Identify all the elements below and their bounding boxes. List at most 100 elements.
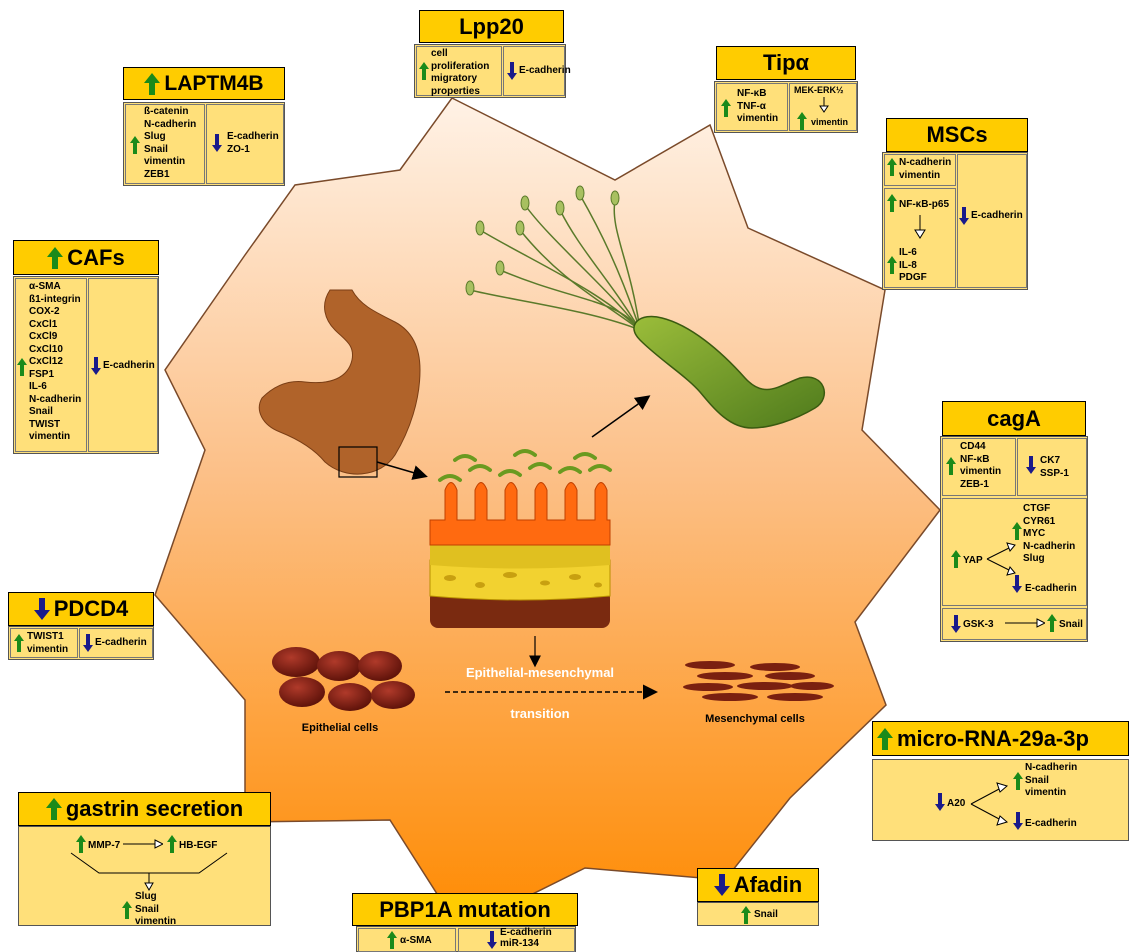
cafs-up-item: Snail: [29, 406, 81, 419]
caga-yap-up-item: CYR61: [1023, 516, 1075, 529]
up-arrow-icon: [130, 136, 140, 154]
laptm4b-up-item: Snail: [144, 144, 196, 157]
down-arrow-icon: [951, 615, 961, 633]
caga-down-item: CK7: [1040, 455, 1069, 468]
cafs-up-item: TWIST: [29, 419, 81, 432]
pdcd4-title-text: PDCD4: [54, 596, 129, 622]
down-arrow-icon: [34, 598, 50, 620]
cafs-down-item: E-cadherin: [103, 360, 155, 373]
gastrin-converge-lines: [69, 851, 229, 891]
gastrin-title: gastrin secretion: [18, 792, 271, 826]
tipa-box: NF-κB TNF-α vimentin MEK-ERK½ vimentin: [714, 81, 858, 133]
up-arrow-icon: [419, 62, 429, 80]
mir-box: A20 N-cadherin Snail vimentin E-cadherin: [872, 759, 1129, 841]
gastrin-mmp7: MMP-7: [88, 840, 120, 851]
emt-label-line2: transition: [440, 706, 640, 721]
caga-snail: Snail: [1059, 619, 1083, 630]
caga-yap-up-item: MYC: [1023, 528, 1075, 541]
lpp20-title: Lpp20: [419, 10, 564, 43]
down-arrow-icon: [1026, 456, 1036, 474]
cafs-title-text: CAFs: [67, 245, 124, 271]
mir-up-item: vimentin: [1025, 787, 1077, 800]
cafs-up-item: α-SMA: [29, 281, 81, 294]
tipa-title: Tipα: [716, 46, 856, 80]
laptm4b-title-text: LAPTM4B: [164, 72, 263, 96]
up-arrow-icon: [1047, 614, 1057, 632]
lpp20-down-item: E-cadherin: [519, 65, 571, 78]
caga-gsk: GSK-3: [963, 619, 994, 630]
up-arrow-icon: [877, 728, 893, 750]
down-arrow-icon: [83, 634, 93, 652]
pdcd4-up-item: vimentin: [27, 644, 68, 657]
laptm4b-up-item: N-cadherin: [144, 119, 196, 132]
up-arrow-icon: [17, 358, 27, 376]
up-arrow-icon: [741, 906, 751, 924]
cafs-title: CAFs: [13, 240, 159, 275]
down-arrow-icon: [959, 207, 969, 225]
emt-label-line1: Epithelial-mesenchymal: [440, 665, 640, 680]
gastrin-up-item: Snail: [135, 904, 176, 917]
down-arrow-icon: [714, 874, 730, 896]
lpp20-up-item: proliferation: [431, 61, 489, 74]
up-arrow-icon: [122, 901, 132, 919]
lpp20-box: cell proliferation migratory properties …: [414, 44, 566, 98]
up-arrow-icon: [951, 550, 961, 568]
cafs-up-item: vimentin: [29, 431, 81, 444]
up-arrow-icon: [144, 73, 160, 95]
up-arrow-icon: [887, 194, 897, 212]
down-arrow-icon: [487, 931, 497, 949]
laptm4b-down-item: ZO-1: [227, 144, 279, 157]
caga-yap-up-item: Slug: [1023, 553, 1075, 566]
laptm4b-up-item: vimentin: [144, 156, 196, 169]
laptm4b-down-item: E-cadherin: [227, 131, 279, 144]
up-arrow-icon: [387, 931, 397, 949]
mir-title: micro-RNA-29a-3p: [872, 721, 1129, 756]
caga-yap-down: E-cadherin: [1025, 583, 1077, 594]
cafs-up-item: COX-2: [29, 306, 81, 319]
pdcd4-up-item: TWIST1: [27, 631, 68, 644]
lpp20-up-item: properties: [431, 86, 489, 99]
down-arrow-icon: [1013, 812, 1023, 830]
cafs-up-item: CxCl1: [29, 319, 81, 332]
mir-down: E-cadherin: [1025, 818, 1077, 829]
pbp1a-box: α-SMA E-cadherin miR-134: [356, 926, 576, 952]
pdcd4-box: TWIST1 vimentin E-cadherin: [8, 626, 154, 660]
afadin-box: Snail: [697, 902, 819, 926]
up-arrow-icon: [887, 256, 897, 274]
up-arrow-icon: [721, 99, 731, 117]
mscs-up-item: N-cadherin: [899, 157, 951, 170]
pdcd4-down-item: E-cadherin: [95, 637, 147, 650]
cafs-up-item: IL-6: [29, 381, 81, 394]
afadin-up: Snail: [754, 909, 778, 920]
up-arrow-icon: [1013, 772, 1023, 790]
a20-branch-arrows: [969, 780, 1011, 828]
caga-up-item: NF-κB: [960, 454, 1001, 467]
pathway-arrow-icon: [819, 97, 829, 113]
down-arrow-icon: [507, 62, 517, 80]
cafs-up-item: FSP1: [29, 369, 81, 382]
cafs-up-item: CxCl10: [29, 344, 81, 357]
cafs-box: α-SMA ß1-integrin COX-2 CxCl1 CxCl9 CxCl…: [13, 276, 159, 454]
up-arrow-icon: [14, 634, 24, 652]
mir-up-item: Snail: [1025, 775, 1077, 788]
lpp20-up-item: cell: [431, 48, 489, 61]
gastrin-box: MMP-7 HB-EGF Slug Snail vimentin: [18, 826, 271, 926]
caga-up-item: ZEB-1: [960, 479, 1001, 492]
gastrin-up-item: vimentin: [135, 916, 176, 929]
cafs-up-item: CxCl12: [29, 356, 81, 369]
gastrin-up-item: Slug: [135, 891, 176, 904]
caga-down-item: SSP-1: [1040, 468, 1069, 481]
cafs-up-item: ß1-integrin: [29, 294, 81, 307]
pbp1a-down-item: miR-134: [500, 938, 552, 949]
tipa-up-item: NF-κB: [737, 88, 778, 101]
cafs-up-item: N-cadherin: [29, 394, 81, 407]
yap-branch-arrows: [985, 541, 1019, 577]
laptm4b-box: ß-catenin N-cadherin Slug Snail vimentin…: [123, 102, 285, 186]
caga-yap-up-item: N-cadherin: [1023, 541, 1075, 554]
up-arrow-icon: [46, 798, 62, 820]
up-arrow-icon: [47, 247, 63, 269]
mir-up-item: N-cadherin: [1025, 762, 1077, 775]
up-arrow-icon: [797, 112, 807, 130]
mscs-up-item: PDGF: [899, 272, 927, 285]
down-arrow-icon: [1012, 575, 1022, 593]
